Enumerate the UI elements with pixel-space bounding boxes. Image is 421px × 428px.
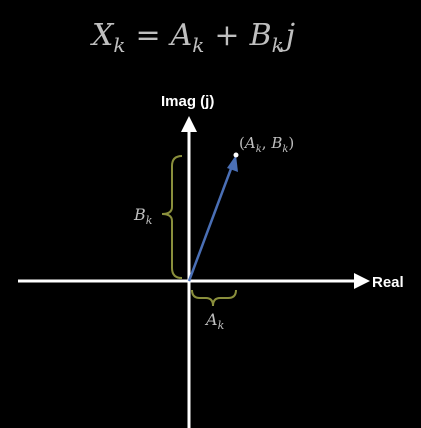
- equation-a-var: A: [168, 18, 193, 53]
- equation-lhs-var: X: [90, 18, 115, 53]
- horizontal-brace-label-sub: k: [218, 319, 225, 332]
- point-label-comma: ,: [262, 134, 272, 152]
- point-label: (Ak, Bk): [239, 134, 294, 155]
- equation-b-var: B: [249, 18, 272, 53]
- horizontal-brace-label: Ak: [204, 310, 225, 332]
- phasor-vector: [187, 165, 234, 282]
- imag-axis-arrowhead: [181, 116, 197, 132]
- point-marker: [233, 152, 239, 158]
- point-label-b-sub: k: [282, 144, 288, 155]
- point-label-a-sub: k: [256, 144, 262, 155]
- equation-plus: +: [214, 18, 239, 53]
- vertical-brace-label-sub: k: [146, 214, 153, 227]
- horizontal-brace-label-var: A: [204, 310, 218, 329]
- equation-title: Xk=Ak+Bkj: [90, 18, 295, 57]
- vertical-brace-label-var: B: [133, 205, 146, 224]
- imag-axis-label: Imag (j): [161, 93, 214, 110]
- point-label-close: ): [288, 134, 294, 152]
- vertical-brace-label: Bk: [133, 205, 153, 227]
- equation-b-sub: k: [272, 33, 284, 57]
- equation-a-sub: k: [192, 33, 204, 57]
- horizontal-brace: [191, 289, 237, 307]
- real-axis-label: Real: [372, 274, 404, 291]
- equation-equals: =: [135, 18, 160, 53]
- phasor-vector-arrowhead: [227, 155, 238, 172]
- equation-lhs-sub: k: [113, 33, 125, 57]
- real-axis-arrowhead: [354, 273, 370, 289]
- vertical-brace: [161, 155, 183, 279]
- point-label-open: (: [239, 134, 245, 152]
- point-label-b-var: B: [270, 134, 282, 152]
- point-label-a-var: A: [243, 134, 256, 152]
